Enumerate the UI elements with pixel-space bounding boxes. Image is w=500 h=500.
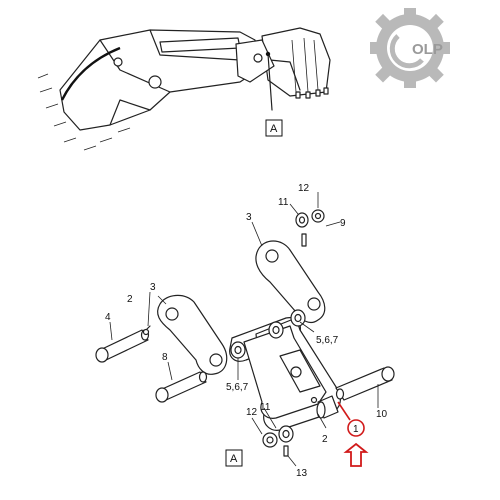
callout-567-right: 5,6,7 (316, 335, 339, 346)
gear-icon (370, 8, 450, 88)
callout-9: 9 (340, 218, 346, 229)
callout-3-lower: 3 (150, 282, 156, 293)
pin-4 (95, 329, 150, 363)
washers-upper (295, 209, 325, 228)
view-marker-top: A (265, 119, 283, 137)
view-marker-top-label: A (270, 123, 278, 135)
spacers-lower (230, 341, 246, 359)
boom-overview (37, 27, 331, 151)
callout-3-upper: 3 (246, 212, 252, 223)
callout-2-lower: 2 (322, 434, 328, 445)
pin-10 (335, 366, 395, 401)
olp-logo: OLP (370, 8, 450, 88)
callout-12-lower: 12 (246, 407, 258, 418)
callout-13: 13 (296, 468, 308, 479)
washers-lower (262, 425, 294, 448)
callout-4: 4 (105, 312, 111, 323)
spacers-upper (268, 309, 306, 339)
callout-10: 10 (376, 409, 388, 420)
callout-1: 1 (353, 424, 359, 435)
callout-567-left: 5,6,7 (226, 382, 249, 393)
callout-2-upper: 2 (127, 294, 133, 305)
callout-11-lower: 11 (260, 402, 271, 413)
callout-8: 8 (162, 352, 168, 363)
pin-8 (155, 371, 208, 403)
exploded-linkage: 1 2 2 3 3 4 5,6,7 5,6,7 8 9 10 11 11 12 … (95, 183, 395, 479)
bushing-1 (310, 395, 339, 419)
callout-11-upper: 11 (278, 197, 289, 208)
logo-text: OLP (412, 41, 443, 58)
callout-12-upper: 12 (298, 183, 310, 194)
view-marker-bottom-label: A (230, 453, 238, 465)
up-arrow-icon (343, 442, 369, 467)
view-marker-bottom: A (225, 449, 243, 467)
highlight-callout-1 (337, 401, 369, 467)
